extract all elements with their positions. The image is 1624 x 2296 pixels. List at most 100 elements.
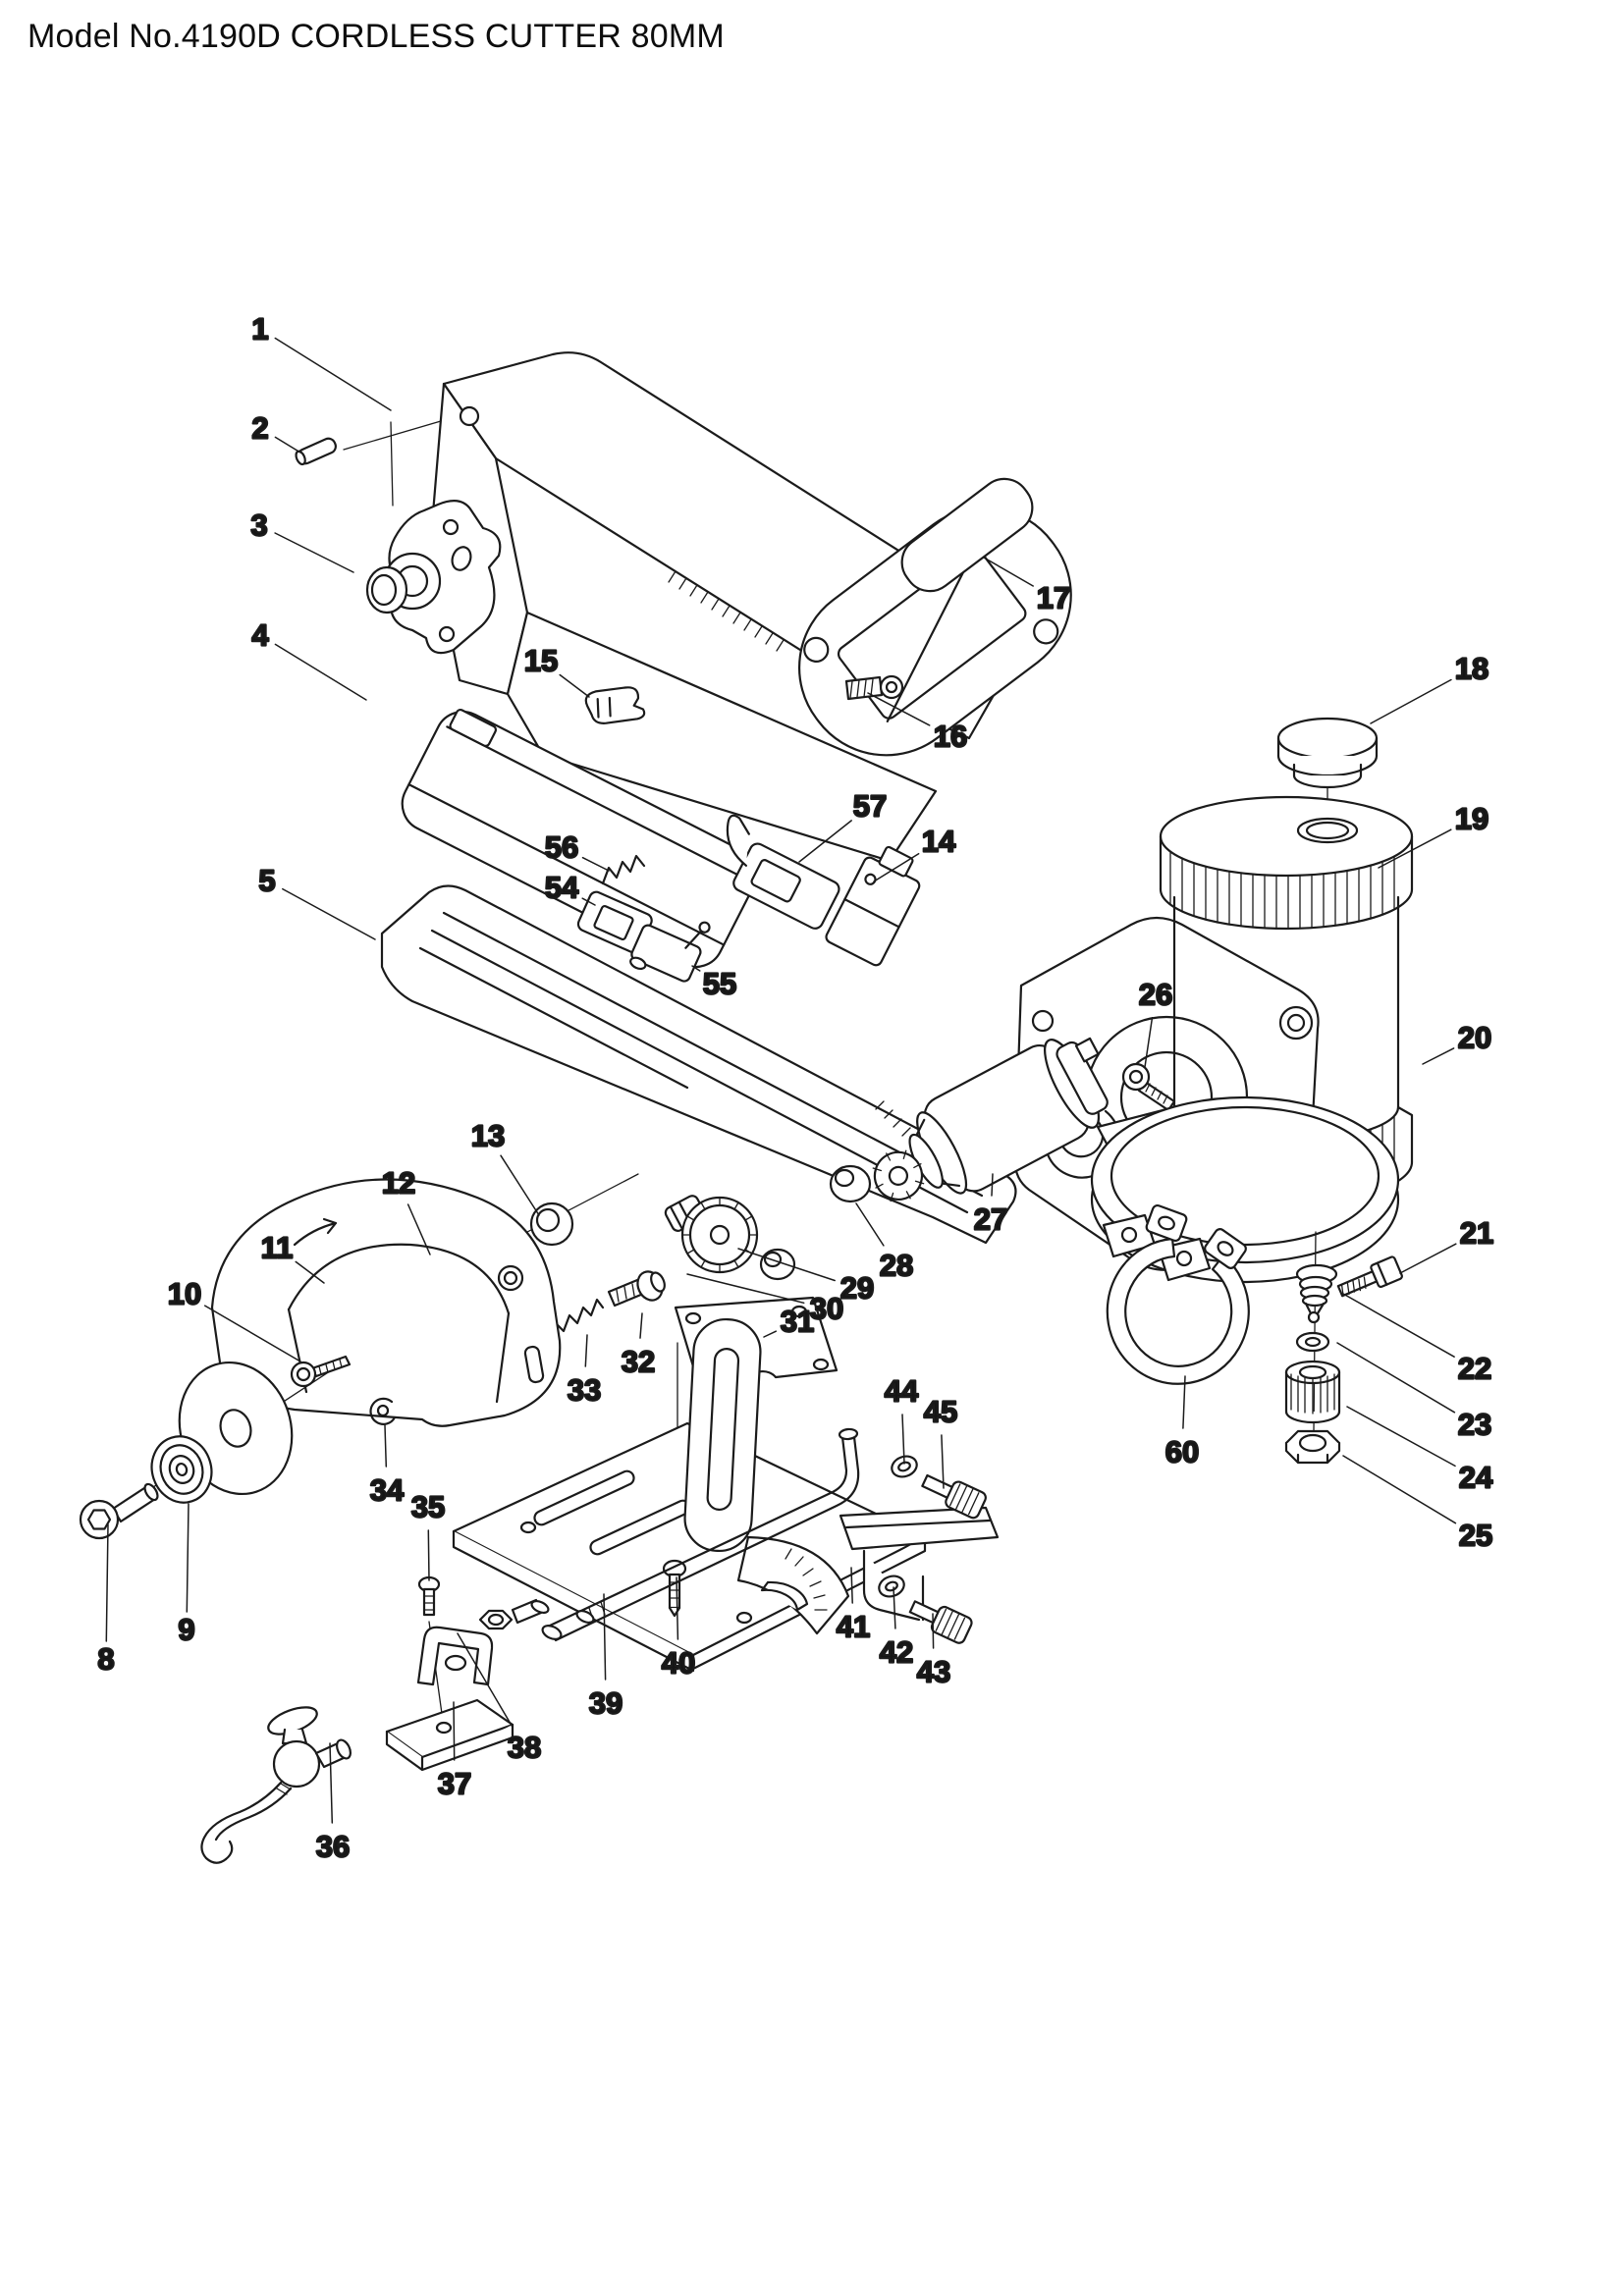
callout-leader-19 [1378,828,1452,869]
callout-leader-60 [1182,1375,1186,1429]
part-number-9: 9 [178,1613,194,1647]
slot-plate-37 [385,1698,514,1772]
callout-leader-27 [991,1173,994,1197]
part-number-21: 21 [1460,1216,1493,1251]
callout-leader-21 [1399,1243,1457,1274]
e-ring-34 [369,1397,397,1425]
callout-leader-56 [581,856,610,872]
bushing-30 [759,1248,796,1281]
tank-cap-18 [1276,717,1379,789]
bearing-13 [529,1201,574,1247]
thumb-bolt-45 [921,1473,987,1520]
part-number-32: 32 [622,1345,655,1379]
callout-leader-11 [295,1260,325,1284]
part-number-27: 27 [974,1202,1007,1237]
part-number-15: 15 [524,644,558,678]
part-number-60: 60 [1165,1435,1199,1469]
pivot-bracket [365,500,502,655]
tube-brac​ket-38 [416,1626,494,1686]
part-number-19: 19 [1455,802,1489,836]
screw-21 [1336,1255,1403,1298]
callout-leader-28 [855,1202,885,1247]
callout-leader-23 [1336,1342,1456,1414]
part-number-28: 28 [880,1249,913,1283]
callout-layer: 1234589101112131415161718192021222324252… [96,310,1494,1864]
hex-nut-25 [1284,1429,1341,1465]
callout-leader-26 [1144,1016,1154,1068]
bolt-8 [79,1482,159,1540]
callout-leader-16 [867,692,931,726]
water-tube-39 [541,1427,860,1642]
part-number-38: 38 [508,1731,541,1765]
part-number-34: 34 [370,1473,405,1508]
part-number-3: 3 [250,508,267,543]
part-number-35: 35 [411,1490,445,1524]
part-number-45: 45 [924,1395,957,1429]
callout-leader-20 [1422,1047,1455,1065]
part-number-10: 10 [168,1277,201,1311]
part-number-14: 14 [922,825,956,859]
callout-leader-55 [691,965,701,972]
callout-leader-44 [901,1414,905,1465]
part-number-33: 33 [568,1373,601,1408]
callout-leader-15 [559,673,590,698]
part-number-24: 24 [1459,1461,1493,1495]
callout-leader-32 [639,1312,643,1339]
callout-leader-17 [983,557,1034,587]
part-number-5: 5 [258,864,275,898]
flange-9 [150,1435,213,1504]
callout-leader-35 [427,1529,430,1581]
callout-leader-25 [1342,1455,1457,1524]
switch-lever-57 [726,814,840,930]
part-number-17: 17 [1037,581,1070,615]
callout-leader-31 [763,1330,778,1338]
callout-leader-5 [282,887,376,940]
bevel-gear-29 [664,1195,759,1274]
part-number-31: 31 [781,1305,814,1339]
part-number-55: 55 [703,967,736,1001]
callout-leader-18 [1370,678,1452,724]
callout-leader-2 [274,436,301,454]
hook-clip [584,686,646,724]
part-number-36: 36 [316,1830,350,1864]
guide-riser-41 [683,1317,762,1553]
part-number-2: 2 [251,411,268,446]
part-number-42: 42 [880,1635,913,1670]
switch-plate-55 [629,921,711,983]
part-number-1: 1 [251,312,268,347]
part-number-44: 44 [885,1374,919,1409]
clamp-band-60 [1106,1203,1250,1385]
part-number-16: 16 [934,720,967,754]
callout-leader-41 [850,1567,853,1604]
part-number-56: 56 [545,830,578,865]
motor [872,1037,1109,1202]
page-title: Model No.4190D CORDLESS CUTTER 80MM [27,18,725,55]
part-number-43: 43 [917,1655,950,1689]
part-number-40: 40 [662,1646,695,1681]
part-number-25: 25 [1459,1519,1492,1553]
callout-leader-14 [873,852,920,882]
battery-pack [401,708,758,969]
spring-56 [601,854,646,885]
tube-fitting [478,1598,550,1630]
callout-leader-1 [274,337,392,411]
washer-42 [878,1575,905,1598]
callout-leader-22 [1342,1293,1455,1358]
part-number-22: 22 [1458,1352,1491,1386]
callout-leader-42 [893,1586,896,1629]
part-number-29: 29 [840,1271,874,1306]
part-number-8: 8 [97,1642,114,1677]
part-number-39: 39 [589,1686,623,1721]
callout-leader-39 [603,1593,607,1681]
part-number-26: 26 [1139,978,1172,1012]
callout-leader-30 [686,1273,805,1305]
part-number-37: 37 [438,1767,471,1801]
callout-leader-29 [737,1248,836,1282]
callout-leader-43 [932,1613,935,1649]
washer-44 [891,1455,918,1478]
washer-23 [1295,1331,1330,1353]
callout-leader-37 [453,1701,456,1761]
knurled-nut-24 [1284,1360,1341,1424]
screw-35 [417,1575,441,1617]
